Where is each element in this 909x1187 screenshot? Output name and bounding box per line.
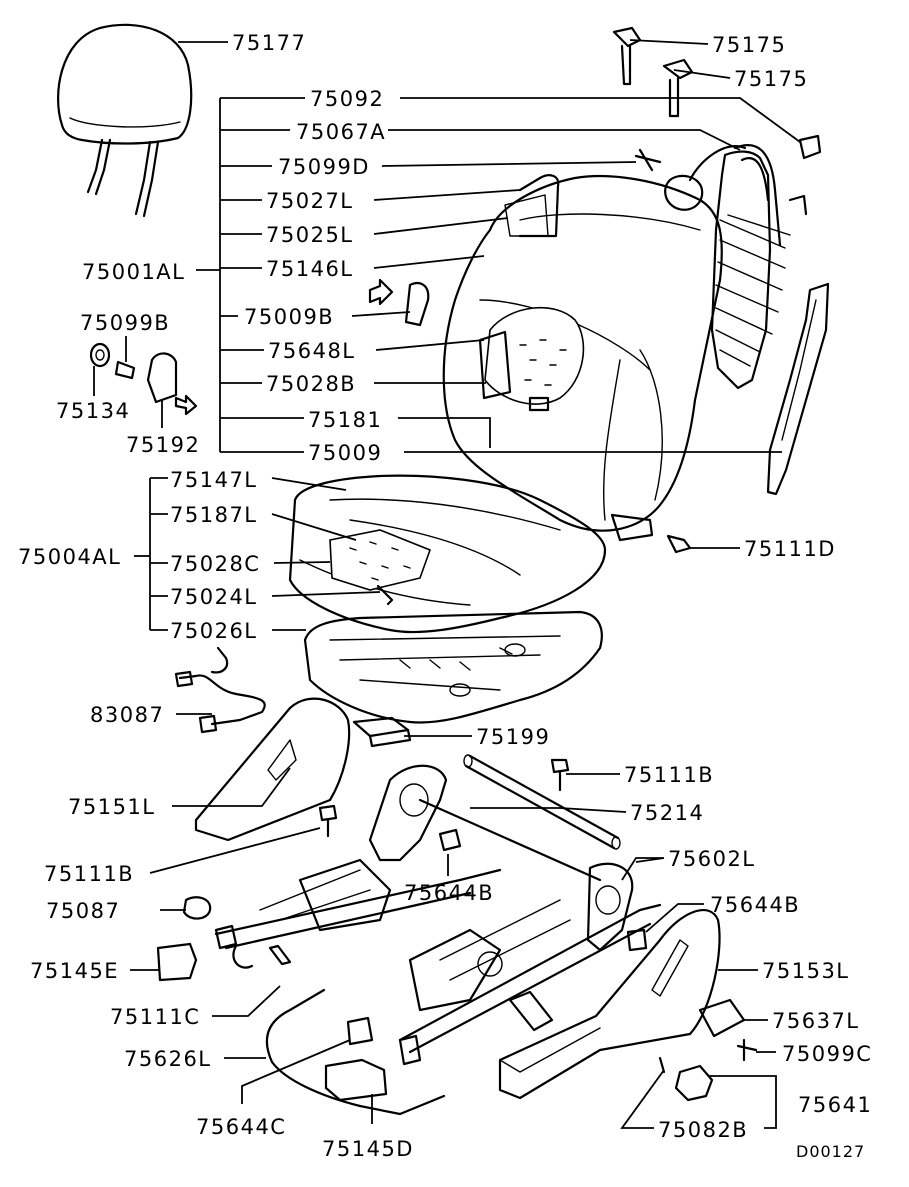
callout-75145D: 75145D	[322, 1137, 414, 1161]
callout-75024L: 75024L	[170, 585, 258, 609]
callout-75026L: 75026L	[170, 619, 258, 643]
cap-75145E	[156, 942, 198, 982]
callout-75641: 75641	[798, 1093, 872, 1117]
seatback-cushion	[442, 174, 723, 542]
callout-75648L: 75648L	[268, 339, 356, 363]
seatback-frame	[710, 134, 822, 390]
callout-75028C: 75028C	[170, 552, 260, 576]
wire-harness	[174, 646, 266, 734]
seat-pan	[303, 610, 603, 724]
callout-75644C: 75644C	[196, 1115, 286, 1139]
seat-adjuster	[214, 764, 662, 1066]
callout-75146L: 75146L	[266, 257, 354, 281]
callout-75009: 75009	[308, 441, 382, 465]
seatback-heater-pad	[478, 306, 585, 412]
callout-75644B-a: 75644B	[404, 881, 494, 905]
clips-75644B	[438, 828, 648, 952]
callout-75092: 75092	[310, 87, 384, 111]
callout-75111B-a: 75111B	[624, 763, 714, 787]
callout-75001AL: 75001AL	[82, 260, 185, 284]
callout-75099D: 75099D	[278, 155, 370, 179]
callout-75082B: 75082B	[658, 1118, 748, 1142]
callout-75151L: 75151L	[68, 795, 156, 819]
side-cover-75153L	[498, 909, 721, 1100]
callout-75111D: 75111D	[744, 537, 836, 561]
callout-75009B: 75009B	[244, 305, 334, 329]
callout-75626L: 75626L	[124, 1047, 212, 1071]
cap-75145D	[324, 1058, 388, 1102]
callout-75644B-b: 75644B	[710, 893, 800, 917]
callout-75199: 75199	[476, 725, 550, 749]
headrest	[56, 23, 193, 218]
callout-75175-a: 75175	[712, 33, 786, 57]
knob-75641	[658, 1056, 714, 1102]
callout-75187L: 75187L	[170, 503, 258, 527]
callout-75099B: 75099B	[80, 311, 170, 335]
callout-75025L: 75025L	[266, 223, 354, 247]
seat-heater-pad	[329, 529, 432, 606]
clip-75644C	[346, 1016, 374, 1046]
callout-75099C: 75099C	[782, 1042, 872, 1066]
callout-75181: 75181	[308, 408, 382, 432]
callout-75145E: 75145E	[30, 959, 119, 983]
callout-75111B-b: 75111B	[44, 862, 134, 886]
callout-75067A: 75067A	[296, 120, 386, 144]
callout-75602L: 75602L	[668, 847, 756, 871]
side-cover-75151L	[194, 697, 351, 842]
callout-75028B: 75028B	[266, 372, 356, 396]
callout-75153L: 75153L	[762, 959, 850, 983]
callout-75177: 75177	[232, 31, 306, 55]
bracket-75199	[352, 716, 412, 748]
wire-75626L	[265, 988, 446, 1116]
small-hardware-left	[89, 342, 198, 416]
callout-75147L: 75147L	[170, 468, 258, 492]
callout-75027L: 75027L	[266, 189, 354, 213]
diagram-code: D00127	[796, 1142, 865, 1161]
callout-75214: 75214	[630, 801, 704, 825]
callout-75134: 75134	[56, 399, 130, 423]
bracket-75009B	[368, 278, 430, 327]
seatback-side-cover	[766, 282, 830, 496]
callout-75175-b: 75175	[734, 67, 808, 91]
callout-75637L: 75637L	[772, 1009, 860, 1033]
callout-75004AL: 75004AL	[18, 545, 121, 569]
callout-75087: 75087	[46, 899, 120, 923]
leader-lines	[93, 39, 801, 1129]
seatback-fittings	[634, 145, 747, 211]
callout-75111C: 75111C	[110, 1005, 200, 1029]
callout-75192: 75192	[126, 433, 200, 457]
nut-75087	[182, 896, 212, 920]
callout-83087: 83087	[90, 703, 164, 727]
tube-75214	[463, 754, 621, 850]
callout-labels: 75177 75175 75175 75092 75067A 75099D 75…	[18, 31, 872, 1161]
